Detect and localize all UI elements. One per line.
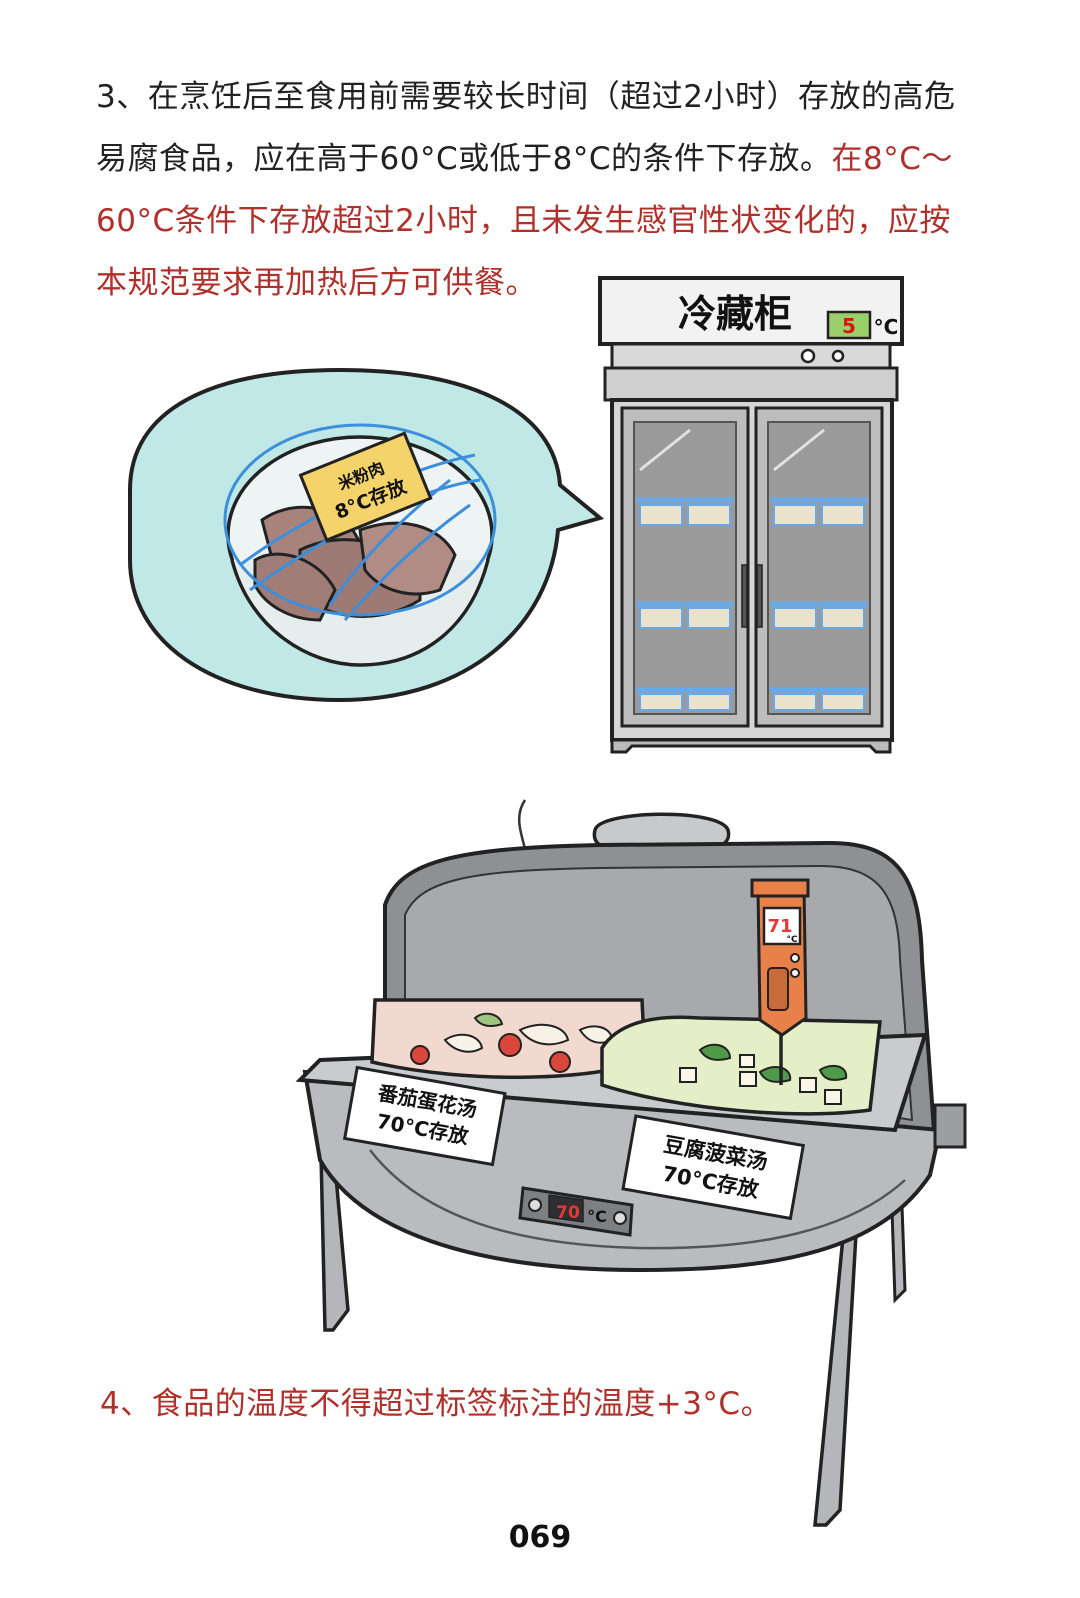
fridge-title: 冷藏柜 [678,292,792,336]
probe-thermometer: 71 °C [750,878,810,1085]
tomato-soup-contents [410,1012,614,1073]
food-warmer: 70 °C 番茄蛋花汤 70°C存放 豆腐菠菜汤 70°C存放 71 [295,799,967,1527]
panel-temp-unit: °C [587,1207,607,1226]
fridge-temp-value: 5 [842,314,856,338]
panel-temp-value: 70 [556,1203,580,1223]
paragraph-3: 3、在烹饪后至食用前需要较长时间（超过2小时）存放的高危易腐食品，应在高于60°… [96,66,976,314]
tofu-spinach-label: 豆腐菠菜汤 70°C存放 [621,1114,806,1221]
fridge-shelves [636,497,868,693]
tomato-soup-label: 番茄蛋花汤 70°C存放 [342,1065,507,1167]
rice-meat-bowl: 米粉肉 8°C存放 [223,423,497,667]
paragraph-3-black: 3、在烹饪后至食用前需要较长时间（超过2小时）存放的高危易腐食品，应在高于60°… [96,79,956,177]
fridge-handle [756,564,763,628]
fridge-display [826,310,872,340]
thermometer-value: 71 [767,916,792,937]
fridge-handle [741,564,748,628]
refrigerator: 冷藏柜 5 °C [598,276,904,754]
page-number: 069 [508,1520,572,1555]
thermometer-unit: °C [786,935,798,945]
paragraph-3-red: 在8°C～60°C条件下存放超过2小时，且未发生感官性状变化的，应按本规范要求再… [96,141,953,301]
fridge-knob-icon [831,349,845,363]
warmer-control-panel: 70 °C [518,1186,634,1237]
fridge-knob-icon [800,348,816,364]
panel-knob-icon [528,1198,542,1212]
panel-knob-icon [613,1211,627,1225]
tofu-spinach-contents [679,1043,848,1105]
fridge-temp-unit: °C [874,315,899,339]
paragraph-4: 4、食品的温度不得超过标签标注的温度+3°C。 [100,1386,773,1422]
